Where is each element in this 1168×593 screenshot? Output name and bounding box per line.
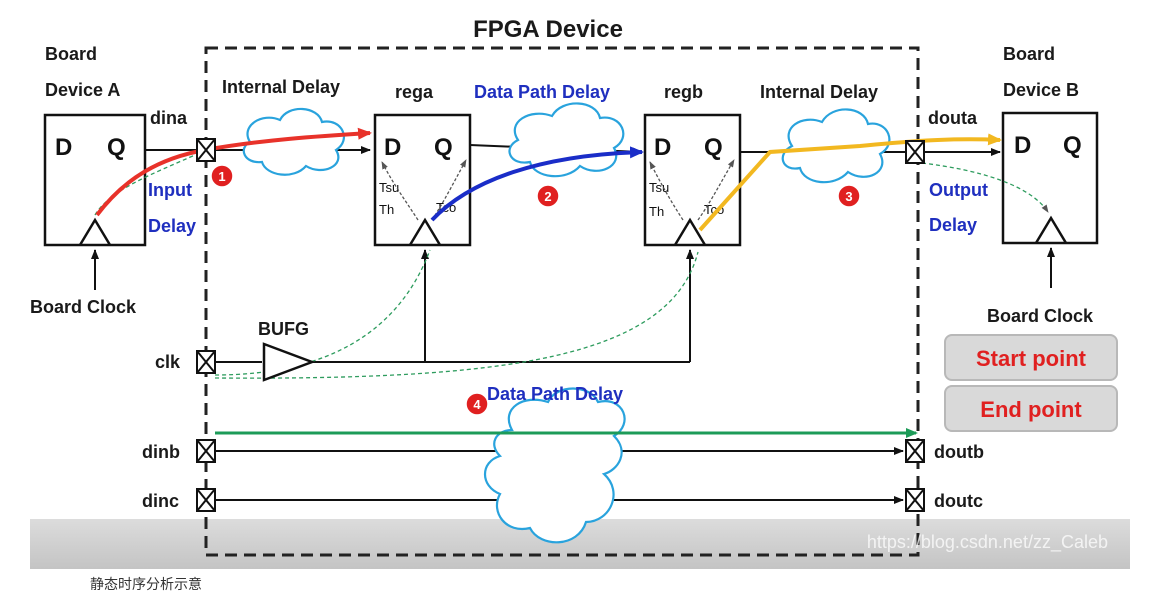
board-b-label-1: Board — [1003, 44, 1055, 64]
bufg-label: BUFG — [258, 319, 309, 339]
label-data-path-delay-bottom: Data Path Delay — [487, 384, 623, 404]
rega-d: D — [384, 134, 401, 161]
board-a-d: D — [55, 134, 72, 161]
rega-tsu: Tsu — [379, 180, 399, 195]
board-clock-left: Board Clock — [30, 297, 137, 317]
regb-q: Q — [704, 134, 723, 161]
port-box-dinc — [196, 488, 216, 512]
port-dina: dina — [150, 108, 188, 128]
board-a-flipflop — [43, 113, 147, 247]
svg-text:1: 1 — [218, 169, 225, 184]
regb-d: D — [654, 134, 671, 161]
badge-4: 4 — [465, 392, 489, 416]
label-data-path-delay-top: Data Path Delay — [474, 82, 610, 102]
svg-text:Start point: Start point — [976, 346, 1087, 371]
board-clock-right: Board Clock — [987, 306, 1094, 326]
cloud-data-path-top — [508, 102, 625, 178]
rega-th: Th — [379, 202, 394, 217]
clock-path-regb — [214, 251, 699, 379]
clock-path-rega — [214, 249, 431, 376]
board-a-q: Q — [107, 134, 126, 161]
regb-tsu: Tsu — [649, 180, 669, 195]
rega-q: Q — [434, 134, 453, 161]
regb-tco-arrow — [697, 159, 735, 221]
label-internal-delay-right: Internal Delay — [760, 82, 878, 102]
port-dinc: dinc — [142, 491, 179, 511]
port-box-dinb — [196, 439, 216, 463]
port-doutb: doutb — [934, 442, 984, 462]
board-a-label-1: Board — [45, 44, 97, 64]
board-b-clock-triangle — [1034, 215, 1068, 244]
regb-name: regb — [664, 82, 703, 102]
port-douta: douta — [928, 108, 978, 128]
regb-th: Th — [649, 204, 664, 219]
badge-1: 1 — [210, 164, 234, 188]
svg-text:End point: End point — [980, 397, 1082, 422]
board-b-label-2: Device B — [1003, 80, 1079, 100]
port-box-doutb — [905, 439, 925, 463]
svg-text:3: 3 — [845, 189, 852, 204]
port-doutc: doutc — [934, 491, 983, 511]
output-delay-line1: Output — [929, 180, 988, 200]
port-box-douta — [905, 140, 925, 164]
svg-text:4: 4 — [473, 397, 481, 412]
port-dinb: dinb — [142, 442, 180, 462]
watermark: https://blog.csdn.net/zz_Caleb — [867, 532, 1108, 553]
port-clk: clk — [155, 352, 181, 372]
legend-start-point: Start point — [944, 334, 1118, 381]
port-box-doutc — [905, 488, 925, 512]
input-delay-line1: Input — [148, 180, 192, 200]
clock-path-board-b — [921, 162, 1049, 213]
rega-clock-triangle — [408, 217, 442, 246]
fpga-title: FPGA Device — [473, 16, 623, 43]
output-delay-line2: Delay — [929, 215, 977, 235]
path-2-reg-to-reg — [430, 146, 644, 222]
port-box-clk — [196, 350, 216, 374]
svg-text:2: 2 — [544, 189, 551, 204]
legend-end-point: End point — [944, 385, 1118, 432]
badge-2: 2 — [536, 184, 560, 208]
board-b-d: D — [1014, 132, 1031, 159]
cloud-internal-delay-left — [242, 107, 345, 176]
rega-setup-arrow — [381, 161, 419, 221]
regb-clock-triangle — [673, 217, 707, 246]
board-a-clock-triangle — [78, 217, 112, 246]
input-delay-line2: Delay — [148, 216, 196, 236]
path-3-output — [698, 133, 1002, 232]
badge-3: 3 — [837, 184, 861, 208]
cloud-data-path-bottom — [484, 387, 626, 544]
bufg-buffer — [262, 342, 316, 382]
caption: 静态时序分析示意 — [90, 576, 202, 592]
regb-setup-arrow — [649, 161, 684, 221]
board-b-q: Q — [1063, 132, 1082, 159]
board-a-label-2: Device A — [45, 80, 120, 100]
port-box-dina — [196, 138, 216, 162]
label-internal-delay-left: Internal Delay — [222, 77, 340, 97]
rega-name: rega — [395, 82, 434, 102]
